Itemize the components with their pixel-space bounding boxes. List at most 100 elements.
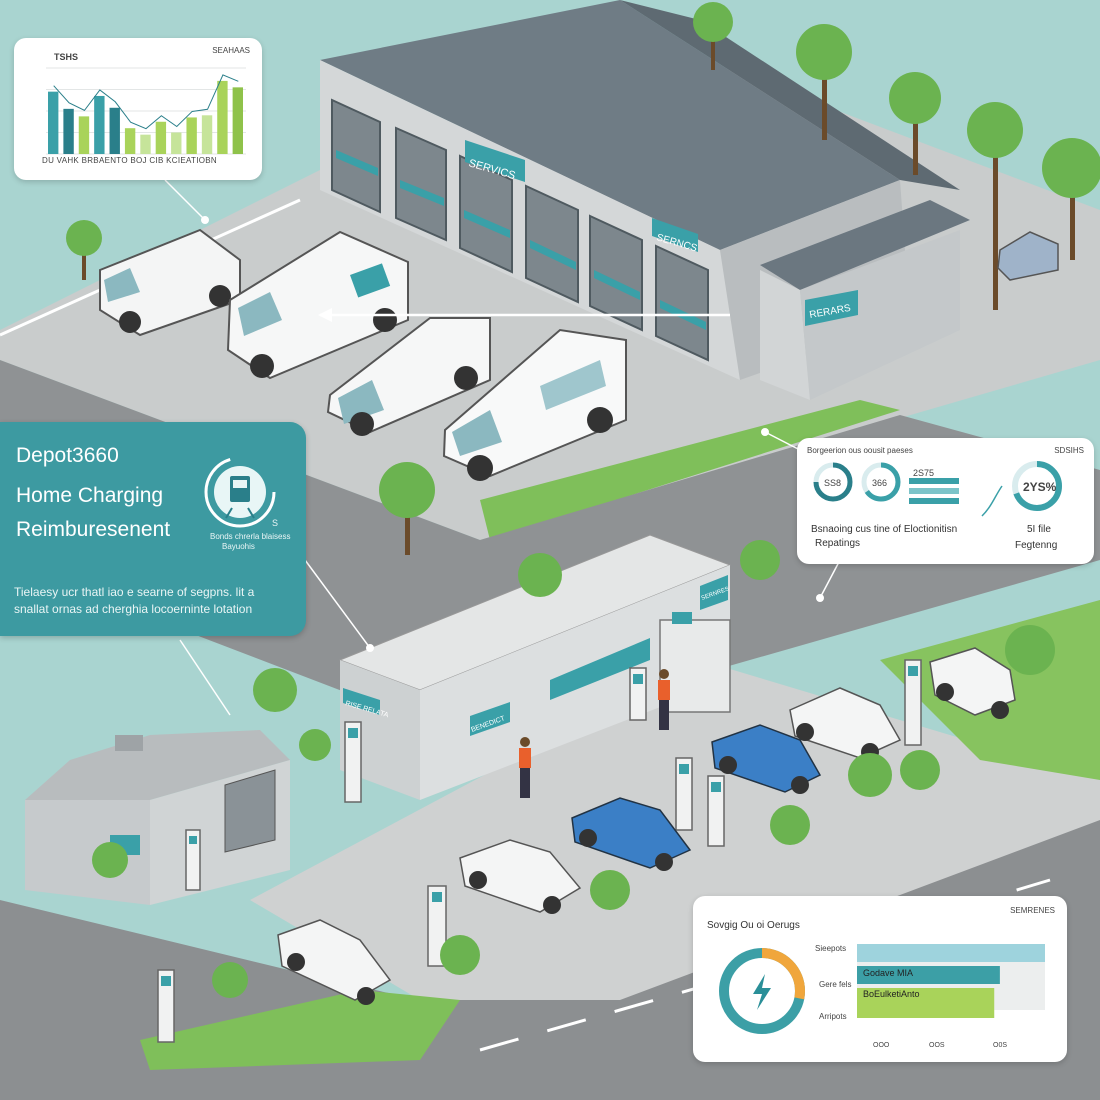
car-blue-1 xyxy=(711,724,822,794)
icon-corner: S xyxy=(272,518,279,528)
bar-5 xyxy=(109,107,120,154)
bottom-tick-0: OOO xyxy=(873,1042,890,1049)
bar-6 xyxy=(124,128,136,154)
bottom-tick-1: OOS xyxy=(929,1042,945,1049)
bar-4 xyxy=(94,95,105,154)
van-3 xyxy=(326,317,491,436)
depot-roof xyxy=(320,0,900,250)
bar-2 xyxy=(63,108,74,154)
right-card-right2: Fegtenng xyxy=(1015,540,1058,551)
charging-posts xyxy=(157,659,922,1043)
summary-bar-2-extension xyxy=(857,1006,995,1018)
person-orange-2 xyxy=(519,737,531,798)
upper-lot-grass xyxy=(480,400,900,540)
panel-title-line1: Depot3660 xyxy=(16,444,119,467)
bar-1 xyxy=(48,91,59,154)
bottom-tick-2: O0S xyxy=(993,1042,1008,1049)
depot-garage-doors xyxy=(331,98,709,362)
house-roof xyxy=(25,730,290,800)
bottom-row-label-2: Arripots xyxy=(819,1012,847,1021)
summary-bar-1 xyxy=(857,966,1000,984)
right-gauge-card: Borgeerion ous oousit paeses SDSIHS SS8 … xyxy=(797,438,1094,564)
right-card-line2: Repatings xyxy=(815,538,861,549)
bar-10 xyxy=(186,117,197,154)
bottom-card-corner: SEMRENES xyxy=(1010,906,1055,915)
info-panel: Depot3660 Home Charging Reimburesenent S… xyxy=(0,422,306,636)
car-blue-2 xyxy=(571,797,692,871)
van-1 xyxy=(99,228,241,337)
bushes-lower xyxy=(92,540,1055,998)
station-side-sign-bg xyxy=(343,688,380,715)
icon-caption-2: Bayuohis xyxy=(222,542,255,551)
bar-13 xyxy=(232,87,243,154)
gauge-2-value: 366 xyxy=(872,478,888,488)
summary-bar-2 xyxy=(857,988,995,1006)
bottom-summary-card: Sovgig Ou oi Oerugs SEMRENES Sieepots Ge… xyxy=(693,896,1067,1062)
big-charger-unit xyxy=(659,619,731,713)
bar-12 xyxy=(217,80,228,154)
panel-title-line3: Reimburesenent xyxy=(16,518,171,541)
top-bar-chart xyxy=(46,67,246,155)
person-orange-1 xyxy=(658,669,670,730)
van-4 xyxy=(442,328,627,481)
connector-lines xyxy=(164,179,841,716)
car-white-center xyxy=(459,839,582,914)
station-top-sign-bg xyxy=(700,575,728,610)
car-white-far-right xyxy=(929,647,1016,719)
depot-side-sign-bg xyxy=(652,218,698,252)
right-gauges xyxy=(813,461,1062,517)
panel-description-line1: Tielaesy ucr thatl iao e searne of segpn… xyxy=(14,585,255,599)
top-chart-title: TSHS xyxy=(54,52,79,62)
bar-3 xyxy=(78,116,90,154)
bottom-row-label-1: Gere fels xyxy=(819,980,852,989)
depot-roof-back xyxy=(620,0,960,190)
lower-grass xyxy=(140,990,460,1070)
bar-7 xyxy=(140,134,151,154)
depot-front-sign-bg xyxy=(465,140,525,182)
top-chart-corner: SEAHAAS xyxy=(212,46,250,55)
house-chimney xyxy=(115,735,143,751)
big-charger-screen xyxy=(672,612,692,624)
charger-icon xyxy=(204,456,276,528)
top-chart-card: TSHS SEAHAAS DU VAHK BRBAENTO BOJ CIB KC… xyxy=(14,38,262,180)
door-teal-strips xyxy=(336,150,706,330)
bottom-card-title: Sovgig Ou oi Oerugs xyxy=(707,920,800,931)
gauge-3-value: 2YS% xyxy=(1023,480,1057,494)
annex-side xyxy=(800,230,960,400)
bottom-donut xyxy=(719,948,805,1034)
bar-11 xyxy=(201,115,213,154)
bar-9 xyxy=(171,132,182,154)
connector-dots xyxy=(201,216,824,652)
right-card-right1: 5I file xyxy=(1027,524,1051,535)
right-card-line1: Bsnaoing cus tine of Eloctionitisn xyxy=(811,524,958,535)
bottom-row-label-0: Sieepots xyxy=(815,944,847,953)
icon-caption-1: Bonds chrerla blaisess xyxy=(210,532,291,541)
annex-wall xyxy=(760,270,810,400)
summary-bar-0 xyxy=(857,944,1045,962)
bar-label: 2S75 xyxy=(913,468,935,478)
panel-description-line2: snallat ornas ad cherghia locoerninte lo… xyxy=(14,602,253,616)
annex-roof xyxy=(760,200,970,290)
annex-sign-bg xyxy=(805,290,858,326)
bottom-bar-chart xyxy=(857,944,1045,1018)
station-teal-band xyxy=(550,638,650,700)
trees-upper xyxy=(66,2,1100,555)
station-door-bg xyxy=(470,702,510,736)
house-front xyxy=(25,800,150,905)
bottom-bar-label-1: BoEulketiAnto xyxy=(863,989,920,999)
parked-car-top-right xyxy=(997,231,1059,281)
flow-arrowhead xyxy=(318,308,332,322)
trend-line xyxy=(53,74,239,130)
panel-title-line2: Home Charging xyxy=(16,484,164,507)
house-garage-door xyxy=(224,769,276,853)
car-white-bottom xyxy=(277,919,392,1005)
lightning-icon xyxy=(753,974,771,1010)
gauge-1-value: SS8 xyxy=(824,478,842,488)
bar-8 xyxy=(155,121,167,154)
bottom-bar-label-0: Godave MIA xyxy=(863,968,914,978)
right-card-corner: SDSIHS xyxy=(1054,446,1084,455)
charging-post-screens xyxy=(161,666,918,986)
top-chart-footer: DU VAHK BRBAENTO BOJ CIB KCIEATIOBN xyxy=(42,156,217,165)
right-card-title: Borgeerion ous oousit paeses xyxy=(807,446,913,455)
